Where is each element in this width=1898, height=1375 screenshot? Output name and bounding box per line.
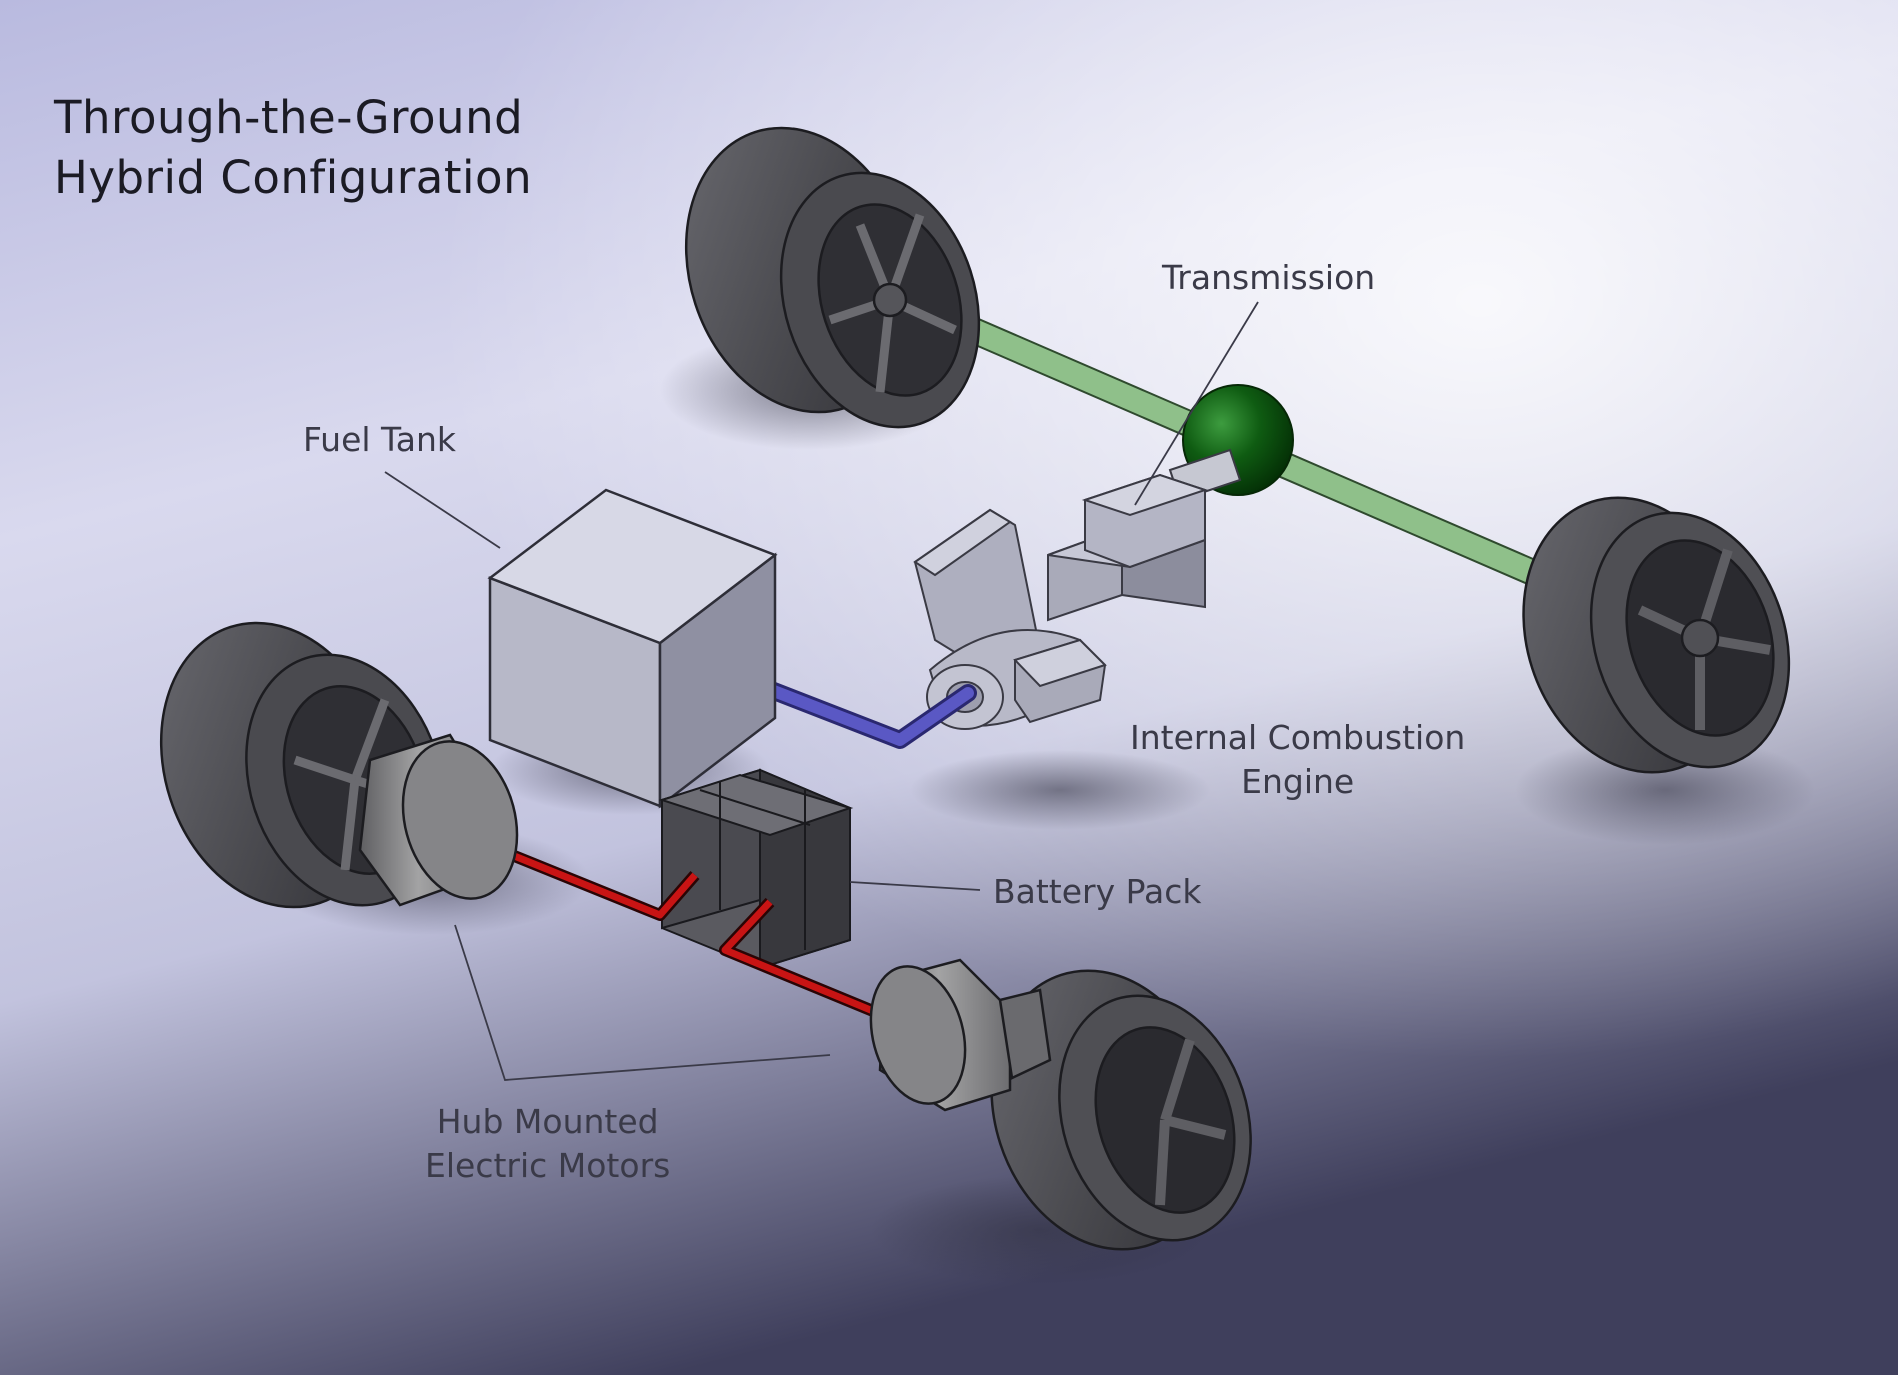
label-engine: Internal Combustion Engine [1130, 716, 1465, 804]
label-battery-pack: Battery Pack [993, 872, 1202, 911]
leader-lines [384, 301, 1259, 1081]
transmission-box [1047, 473, 1209, 622]
title-line-2: Hybrid Configuration [54, 151, 533, 204]
fuel-line [716, 663, 977, 749]
wheel-front-right [990, 969, 1252, 1251]
fuel-tank [487, 488, 778, 809]
label-hub-motors: Hub Mounted Electric Motors [425, 1100, 670, 1188]
label-fuel-tank: Fuel Tank [303, 420, 456, 459]
leader-hub-motors [454, 924, 831, 1081]
leader-battery-pack [849, 881, 981, 891]
diagram-title: Through-the-Ground Hybrid Configuration [54, 88, 532, 208]
label-hub-motors-line-2: Electric Motors [425, 1146, 671, 1185]
hub-motor-front-left [358, 733, 519, 907]
wheel-rear-left [684, 126, 981, 429]
leader-transmission [1134, 301, 1259, 506]
hub-motor-front-right [869, 958, 1052, 1112]
wheel-rear-right [1522, 496, 1791, 774]
label-transmission: Transmission [1162, 258, 1376, 297]
title-line-1: Through-the-Ground [54, 91, 524, 144]
label-hub-motors-line-1: Hub Mounted [436, 1102, 659, 1141]
leader-fuel-tank [384, 471, 501, 549]
battery-pack [658, 768, 854, 970]
power-cables [462, 830, 893, 1024]
label-engine-line-1: Internal Combustion [1130, 718, 1466, 757]
label-engine-line-2: Engine [1241, 762, 1355, 801]
